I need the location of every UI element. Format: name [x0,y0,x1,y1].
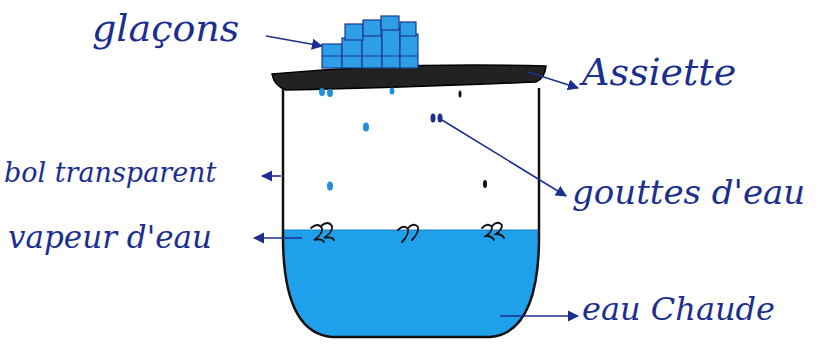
ice-cube [345,24,363,40]
hot-water [283,230,539,337]
ice-cube [381,16,399,30]
steam-squiggle [492,223,504,238]
water-drop [327,182,333,191]
ice-cube [382,28,400,68]
steam-marks [311,223,504,242]
part-label: eau Chaude [582,292,775,327]
steam-squiggle [482,225,494,240]
plate [272,65,546,90]
water-drop [327,89,333,97]
ice-cube [362,34,382,68]
ice-edge [322,55,418,56]
part-label: gouttes d'eau [572,174,805,211]
water-drop [431,114,436,123]
steam-squiggle [398,227,408,242]
leader-lines [254,36,578,316]
steam-squiggle [408,225,418,240]
leader-arrow [500,315,578,317]
ice-cube [342,38,362,68]
steam-squiggle [311,225,324,242]
ice-cubes [322,16,418,68]
leader-arrow [254,237,302,239]
ice-cube [400,34,418,68]
leader-arrow [266,36,322,46]
part-label: vapeur d'eau [8,220,212,254]
water-drop [483,180,487,188]
condensation-drops [319,88,487,191]
ice-cube [400,22,416,36]
leader-arrow [442,120,566,196]
part-label: glaçons [92,8,239,50]
water-drop [319,88,325,96]
water-drop [438,114,443,123]
water-drop [363,123,369,132]
part-label: bol transparent [4,158,216,188]
transparent-bowl [283,88,539,337]
water-drop [390,88,395,95]
part-label: Assiette [582,52,736,94]
water-drop [459,91,462,98]
leader-arrow [262,175,281,177]
steam-squiggle [321,223,334,240]
leader-arrow [528,72,578,88]
ice-cube [363,20,381,36]
